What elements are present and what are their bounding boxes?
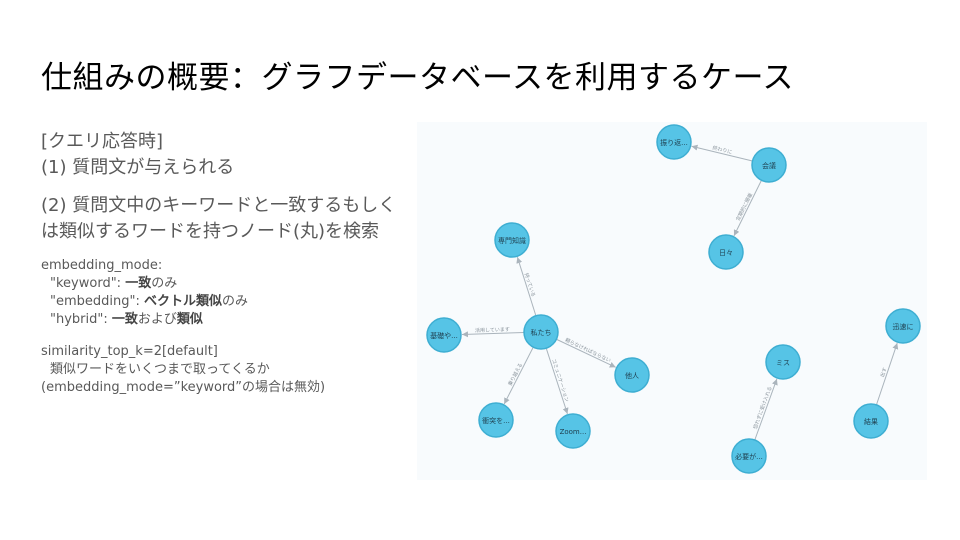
graph-node-zoom[interactable]: Zoom... — [555, 413, 591, 449]
embedding-mode-text: のみ — [151, 276, 178, 291]
graph-edge: 恐れずに受け入れる — [752, 378, 778, 441]
graph-node-circle[interactable] — [885, 308, 921, 344]
embedding-mode-list: "keyword": 一致のみ"embedding": ベクトル類似のみ"hyb… — [41, 275, 413, 329]
graph-node-label: 衝突を... — [482, 416, 510, 425]
graph-node-label: 結果 — [864, 417, 878, 426]
graph-node-circle[interactable] — [478, 402, 514, 438]
graph-node-furikaeri[interactable]: 振り返... — [656, 124, 692, 160]
graph-edge-label: 定期的に開催 — [735, 192, 755, 222]
step-2: (2) 質問文中のキーワードと一致するもしくは類似するワードを持つノード(丸)を… — [41, 195, 397, 242]
graph-node-hibi[interactable]: 日々 — [708, 234, 744, 270]
graph-edge-label: 乗り越える — [507, 362, 525, 387]
graph-node-label: 基礎や... — [430, 331, 458, 340]
graph-node-kekka[interactable]: 結果 — [853, 403, 889, 439]
graph-edge: 活用しています — [461, 326, 525, 338]
graph-node-circle[interactable] — [426, 317, 462, 353]
graph-node-circle[interactable] — [656, 124, 692, 160]
embedding-mode-text: 一致 — [125, 276, 152, 291]
graph-node-label: 日々 — [719, 249, 733, 257]
embedding-mode-key: "embedding": — [50, 294, 144, 309]
knowledge-graph-panel: 終わりに定期的に開催持っている活用しています頼らなければならない乗り越える コミュ… — [417, 122, 927, 480]
graph-edge-label: 活用しています — [475, 326, 510, 334]
graph-node-circle[interactable] — [731, 438, 767, 474]
graph-node-hitsuyou[interactable]: 必要が... — [731, 438, 767, 474]
graph-node-circle[interactable] — [494, 222, 530, 258]
graph-node-label: 他人 — [625, 371, 639, 380]
graph-node-senmon[interactable]: 専門知識 — [494, 222, 530, 258]
graph-node-tanin[interactable]: 他人 — [614, 357, 650, 393]
graph-node-watashi[interactable]: 私たち — [523, 314, 559, 350]
graph-edge: 持っている — [516, 257, 537, 316]
query-heading: [クエリ応答時] — [41, 131, 164, 152]
similarity-description: 類似ワードをいくつまで取ってくるか — [50, 362, 270, 377]
graph-edge-line — [691, 144, 753, 162]
graph-node-jinsoku[interactable]: 迅速に — [885, 308, 921, 344]
graph-edge-line — [556, 338, 616, 368]
graph-edge-label: 終わりに — [712, 144, 733, 156]
graph-node-label: 必要が... — [735, 452, 763, 461]
graph-edge: コミュニケーション — [545, 348, 571, 415]
graph-node-circle[interactable] — [555, 413, 591, 449]
graph-node-circle[interactable] — [853, 403, 889, 439]
graph-node-circle[interactable] — [614, 357, 650, 393]
graph-edge-label: 持っている — [523, 272, 537, 298]
embedding-mode-text: 類似 — [176, 312, 203, 327]
embedding-mode-text: ベクトル類似 — [144, 294, 223, 309]
embedding-mode-label: embedding_mode: — [41, 258, 163, 273]
graph-node-label: ミス — [776, 359, 790, 367]
graph-node-kiso[interactable]: 基礎や... — [426, 317, 462, 353]
embedding-mode-item: "keyword": 一致のみ — [41, 275, 413, 293]
graph-node-kaigi[interactable]: 会議 — [751, 147, 787, 183]
graph-edge-line — [503, 346, 534, 405]
similarity-note: (embedding_mode=”keyword”の場合は無効) — [41, 380, 326, 395]
embedding-mode-item: "embedding": ベクトル類似のみ — [41, 293, 413, 311]
graph-edge-label: 頼らなければならない — [564, 336, 612, 364]
graph-edge-label: 出す — [879, 367, 889, 379]
slide-title: 仕組みの概要：グラフデータベースを利用するケース — [41, 60, 794, 96]
graph-edge: 乗り越える — [503, 346, 534, 405]
embedding-mode-text: および — [137, 312, 177, 327]
graph-node-circle[interactable] — [765, 344, 801, 380]
graph-edge-line — [545, 348, 569, 415]
graph-edge-line — [516, 257, 537, 316]
explanation-panel: [クエリ応答時] (1) 質問文が与えられる (2) 質問文中のキーワードと一致… — [41, 129, 413, 397]
graph-edge-line — [875, 342, 899, 406]
embedding-mode-key: "hybrid": — [50, 312, 112, 327]
embedding-mode-text: 一致 — [111, 312, 138, 327]
graph-node-label: 専門知識 — [498, 236, 526, 245]
graph-node-circle[interactable] — [751, 147, 787, 183]
graph-node-label: Zoom... — [560, 428, 587, 436]
graph-node-circle[interactable] — [708, 234, 744, 270]
embedding-mode-key: "keyword": — [50, 276, 126, 291]
graph-edge: 出す — [875, 342, 899, 406]
graph-edge-line — [754, 378, 778, 441]
graph-edge-label: 恐れずに受け入れる — [752, 385, 774, 430]
graph-edge: 終わりに — [691, 144, 753, 162]
embedding-mode-text: のみ — [222, 294, 249, 309]
graph-edge-line — [733, 180, 762, 237]
graph-edge-label: コミュニケーション — [550, 358, 570, 403]
graph-edge: 定期的に開催 — [733, 180, 762, 237]
graph-node-label: 迅速に — [893, 323, 914, 331]
graph-node-label: 私たち — [531, 328, 552, 337]
step-1: (1) 質問文が与えられる — [41, 157, 235, 178]
graph-node-label: 振り返... — [660, 138, 688, 147]
graph-node-misu[interactable]: ミス — [765, 344, 801, 380]
graph-node-label: 会議 — [762, 161, 776, 170]
embedding-mode-item: "hybrid": 一致および類似 — [41, 311, 413, 329]
graph-edge: 頼らなければならない — [556, 336, 616, 368]
graph-node-shogeki[interactable]: 衝突を... — [478, 402, 514, 438]
graph-node-circle[interactable] — [523, 314, 559, 350]
graph-edge-line — [461, 331, 525, 338]
similarity-top-k-label: similarity_top_k=2[default] — [41, 344, 218, 359]
